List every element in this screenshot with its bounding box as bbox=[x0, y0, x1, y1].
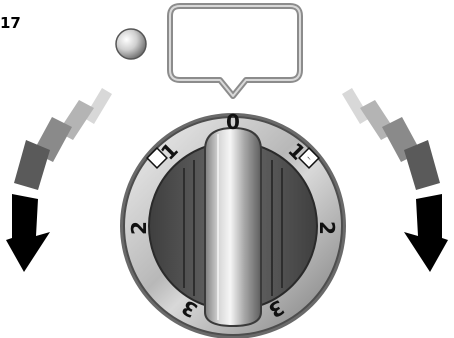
figure-number: 17 bbox=[0, 14, 21, 32]
knob-handle[interactable] bbox=[204, 126, 262, 328]
indicator-lamp bbox=[115, 28, 147, 60]
control-knob[interactable]: 0 1 2 3 1 2 3 ~ bbox=[120, 110, 346, 338]
knob-grip-ridges bbox=[183, 160, 283, 296]
left-sector-indicator-icon bbox=[146, 147, 168, 169]
position-label-0: 0 bbox=[226, 110, 240, 134]
position-label-right-2: 2 bbox=[315, 221, 339, 235]
position-label-left-2: 2 bbox=[127, 221, 151, 235]
svg-text:~: ~ bbox=[304, 154, 313, 163]
curved-arrow-clockwise-icon bbox=[342, 88, 448, 272]
display-window bbox=[167, 3, 303, 99]
right-sector-indicator-icon: ~ bbox=[298, 147, 320, 169]
curved-arrow-counterclockwise-icon bbox=[6, 88, 112, 272]
